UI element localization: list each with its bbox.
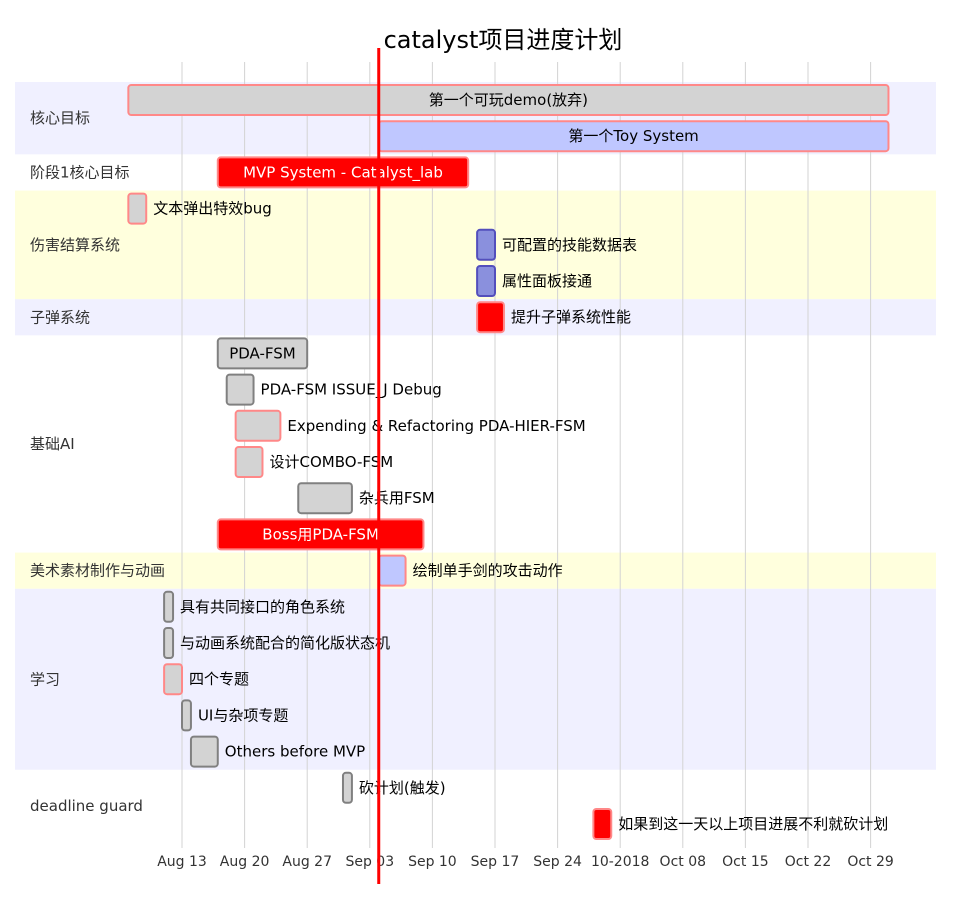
task-label: 设计COMBO-FSM <box>269 453 393 471</box>
task-bar <box>476 301 505 334</box>
tick-label: 10-2018 <box>591 854 650 870</box>
task-bar <box>234 409 282 442</box>
tick-label: Oct 22 <box>785 854 831 870</box>
section-label: 阶段1核心目标 <box>30 164 130 182</box>
task-bar <box>476 265 497 297</box>
task-label: 砍计划(触发) <box>359 779 446 797</box>
task-label: PDA-FSM <box>229 344 296 362</box>
section-label: 基础AI <box>30 435 75 453</box>
tick-label: Aug 13 <box>157 854 207 870</box>
task-label: 与动画系统配合的简化版状态机 <box>180 634 390 652</box>
chart-title: catalyst项目进度计划 <box>384 26 623 54</box>
tick-label: Sep 17 <box>471 854 520 870</box>
task-label: 四个专题 <box>189 670 249 688</box>
task-bar <box>216 337 309 370</box>
tick-label: Aug 27 <box>282 854 332 870</box>
tick-label: Oct 08 <box>660 854 706 870</box>
task-label: Expending & Refactoring PDA-HIER-FSM <box>287 417 585 435</box>
task-bar <box>592 808 613 840</box>
task-bar <box>234 446 264 478</box>
section-label: 美术素材制作与动画 <box>30 562 165 580</box>
task-bar <box>216 156 470 189</box>
section-band <box>15 552 936 589</box>
task-label: 文本弹出特效bug <box>153 200 272 218</box>
axis-ticks: Aug 13 Aug 20 Aug 27 Sep 03 Sep 10 Sep 17 Sep … <box>157 854 894 870</box>
task-bar <box>476 228 497 261</box>
task-label: 第一个Toy System <box>568 127 698 145</box>
task-label: MVP System - Catalyst_lab <box>243 163 443 182</box>
section-label: 子弹系统 <box>30 308 90 326</box>
task-bar <box>163 663 184 696</box>
tick-label: Oct 29 <box>847 854 893 870</box>
tick-label: Sep 10 <box>408 854 457 870</box>
task-label: 杂兵用FSM <box>359 489 435 507</box>
task-bar <box>297 482 353 515</box>
task-bar <box>127 84 890 116</box>
task-bar <box>189 735 219 768</box>
section-band <box>15 190 936 300</box>
task-bar <box>127 192 148 225</box>
section-band <box>15 154 936 191</box>
task-bar <box>377 554 407 587</box>
task-label: 属性面板接通 <box>502 272 592 290</box>
task-label: UI与杂项专题 <box>198 706 288 724</box>
task-bar <box>163 627 175 659</box>
task-label: 如果到这一天以上项目进展不利就砍计划 <box>618 815 888 833</box>
section-label: 伤害结算系统 <box>30 236 120 254</box>
task-label: 绘制单手剑的攻击动作 <box>413 562 563 580</box>
task-bar <box>181 699 192 732</box>
section-label: 核心目标 <box>30 109 90 127</box>
tick-label: Aug 20 <box>220 854 270 870</box>
task-bar <box>216 518 425 551</box>
task-label: Boss用PDA-FSM <box>262 525 379 543</box>
task-label: Others before MVP <box>225 743 365 761</box>
section-label: deadline guard <box>30 797 143 815</box>
tick-label: Oct 15 <box>722 854 768 870</box>
task-label: 可配置的技能数据表 <box>502 236 637 254</box>
task-label: 提升子弹系统性能 <box>511 308 631 326</box>
task-label: 第一个可玩demo(放弃) <box>429 91 588 109</box>
tick-label: Sep 03 <box>345 854 394 870</box>
task-bar <box>163 590 175 623</box>
task-bar <box>341 771 353 804</box>
section-band <box>15 335 936 553</box>
task-label: PDA-FSM ISSUE_J Debug <box>261 381 442 400</box>
task-bar <box>225 373 255 406</box>
tick-label: Sep 24 <box>533 854 582 870</box>
section-label: 学习 <box>30 670 60 688</box>
section-band <box>15 588 936 770</box>
section-band <box>15 299 936 336</box>
section-backgrounds <box>15 82 936 843</box>
section-band <box>15 769 936 843</box>
task-label: 具有共同接口的角色系统 <box>180 598 345 616</box>
